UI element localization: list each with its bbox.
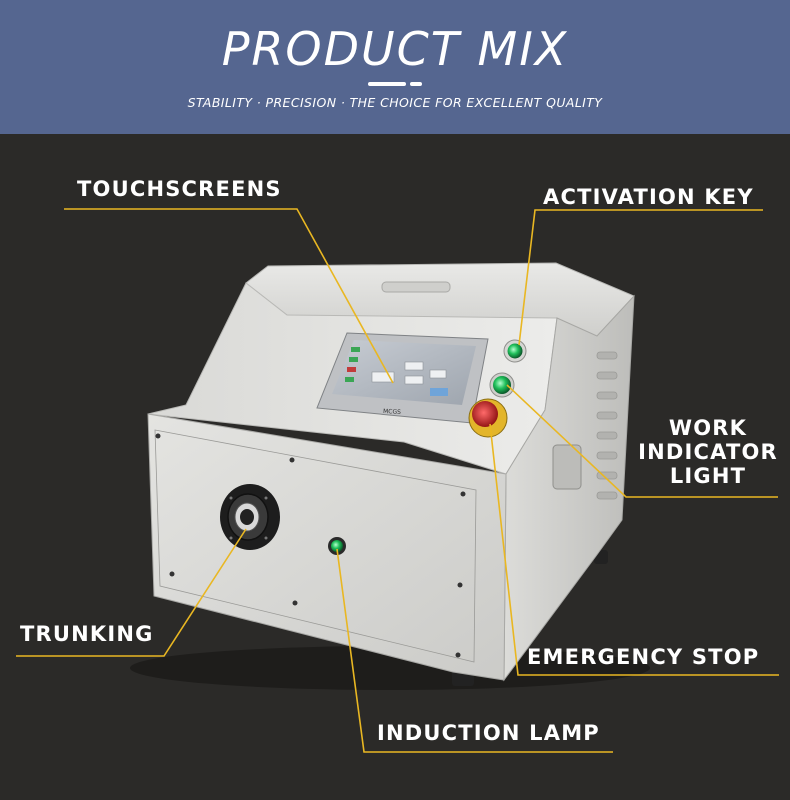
activation-key [507, 343, 523, 359]
lid-handle [381, 281, 451, 293]
header-banner: PRODUCT MIX STABILITY · PRECISION · THE … [0, 0, 790, 134]
callout-work-indicator-light: WORK INDICATOR LIGHT [632, 416, 784, 488]
side-vents [596, 351, 618, 500]
callout-activation-key: ACTIVATION KEY [543, 185, 754, 209]
emergency-stop-button [472, 401, 498, 427]
front-inner-outline [154, 429, 477, 663]
page-subtitle: STABILITY · PRECISION · THE CHOICE FOR E… [187, 95, 603, 110]
callout-induction-lamp: INDUCTION LAMP [377, 721, 600, 745]
leader-emergency-stop [489, 423, 779, 676]
callout-indicator-line: INDICATOR [638, 440, 778, 464]
callout-trunking: TRUNKING [20, 622, 154, 646]
leader-lines [16, 208, 779, 753]
leader-induction-lamp [336, 548, 613, 753]
leader-touchscreens [64, 208, 394, 384]
divider-short-bar [410, 82, 422, 86]
side-handle [552, 444, 582, 490]
leader-activation-key [518, 209, 763, 346]
leader-work-indicator [506, 384, 778, 498]
title-divider [368, 82, 422, 87]
trunking-port [220, 484, 280, 550]
leader-trunking [16, 528, 247, 657]
callout-work-line: WORK [668, 416, 748, 440]
callout-emergency-stop: EMERGENCY STOP [527, 645, 760, 669]
callout-light-line: LIGHT [669, 464, 747, 488]
machine-photo: MCGS [16, 208, 779, 753]
screen-brand: MCGS [383, 408, 401, 416]
touchscreen-ui [345, 347, 448, 396]
divider-long-bar [368, 82, 406, 86]
page-title: PRODUCT MIX [221, 22, 569, 76]
induction-lamp [331, 540, 343, 552]
panel-screws [155, 433, 466, 658]
work-indicator-light [493, 376, 511, 394]
machine-front-panel [147, 413, 507, 681]
callout-touchscreens: TOUCHSCREENS [77, 177, 282, 201]
